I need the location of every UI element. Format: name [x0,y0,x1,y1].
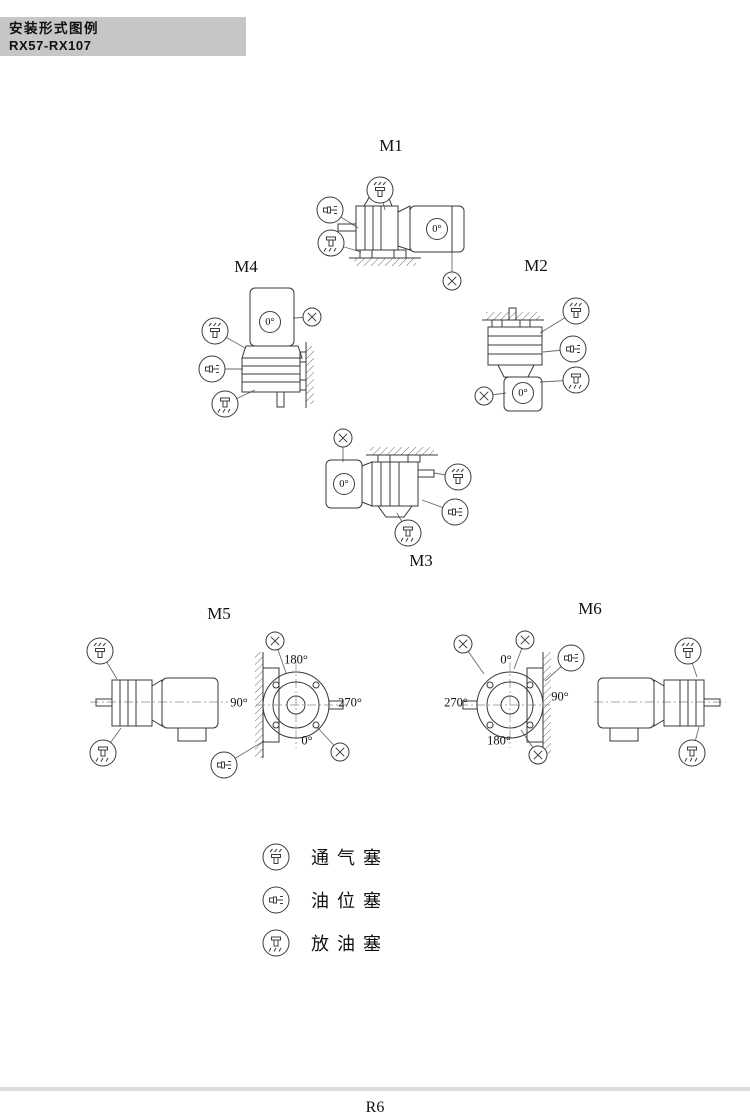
position-x-icon [528,745,548,765]
page-number: R6 [365,1099,385,1116]
m1-angle-chip: 0° [426,218,448,240]
legend-item-oil-level: 油位塞 [261,885,389,915]
position-x-icon [330,742,350,762]
m6-angle-right: 90° [551,689,569,704]
m5-angle-top: 180° [284,652,308,667]
m5-angle-left: 90° [230,695,248,710]
m2-angle-chip: 0° [512,382,534,404]
m4-label: M4 [234,257,258,276]
oil-drain-plug-icon [394,519,422,547]
breather-plug-icon [201,317,229,345]
legend-label-breather: 通气塞 [311,848,389,868]
legend-item-oil-drain: 放油塞 [261,928,389,958]
position-x-icon [474,386,494,406]
m2-label: M2 [524,256,548,275]
m5-angle-right: 270° [338,695,362,710]
model-range-subtitle: RX57-RX107 [9,38,92,53]
position-x-icon [442,271,462,291]
legend-label-oil-drain: 放油塞 [311,934,389,954]
m5-drawing [86,631,350,779]
m6-drawing [453,630,726,767]
footer-divider [0,1087,750,1091]
m3-angle-chip: 0° [333,473,355,495]
oil-level-plug-icon [557,644,585,672]
oil-drain-plug-icon [562,366,590,394]
breather-plug-icon [366,176,394,204]
oil-level-plug-icon [262,886,290,914]
m4-angle-chip: 0° [259,311,281,333]
legend-label-oil-level: 油位塞 [311,891,389,911]
page-title: 安装形式图例 [9,21,99,36]
breather-plug-icon [444,463,472,491]
oil-level-plug-icon [441,498,469,526]
header-badge: 安装形式图例 RX57-RX107 [0,17,246,56]
position-x-icon [302,307,322,327]
m5-angle-bottom: 0° [301,733,313,748]
m1-label: M1 [379,136,403,155]
m6-angle-bottom: 180° [487,733,511,748]
oil-level-plug-icon [559,335,587,363]
breather-plug-icon [562,297,590,325]
position-x-icon [453,634,473,654]
oil-drain-plug-icon [89,739,117,767]
oil-level-plug-icon [198,355,226,383]
breather-plug-icon [86,637,114,665]
legend-item-breather: 通气塞 [261,842,389,872]
oil-level-plug-icon [210,751,238,779]
breather-plug-icon [674,637,702,665]
m6-label: M6 [578,599,602,618]
position-x-icon [265,631,285,651]
m3-drawing [325,428,472,547]
position-x-icon [333,428,353,448]
oil-drain-plug-icon [262,929,290,957]
m5-label: M5 [207,604,231,623]
oil-level-plug-icon [316,196,344,224]
oil-drain-plug-icon [678,739,706,767]
position-x-icon [515,630,535,650]
m1-drawing [316,176,465,291]
oil-drain-plug-icon [211,390,239,418]
plug-legend: 通气塞 油位塞 放油塞 [261,842,389,971]
m3-label: M3 [409,551,433,570]
m2-drawing [474,297,590,412]
oil-drain-plug-icon [317,229,345,257]
m4-drawing [198,287,322,418]
m6-angle-top: 0° [500,652,512,667]
m6-angle-left: 270° [444,695,468,710]
breather-plug-icon [262,843,290,871]
